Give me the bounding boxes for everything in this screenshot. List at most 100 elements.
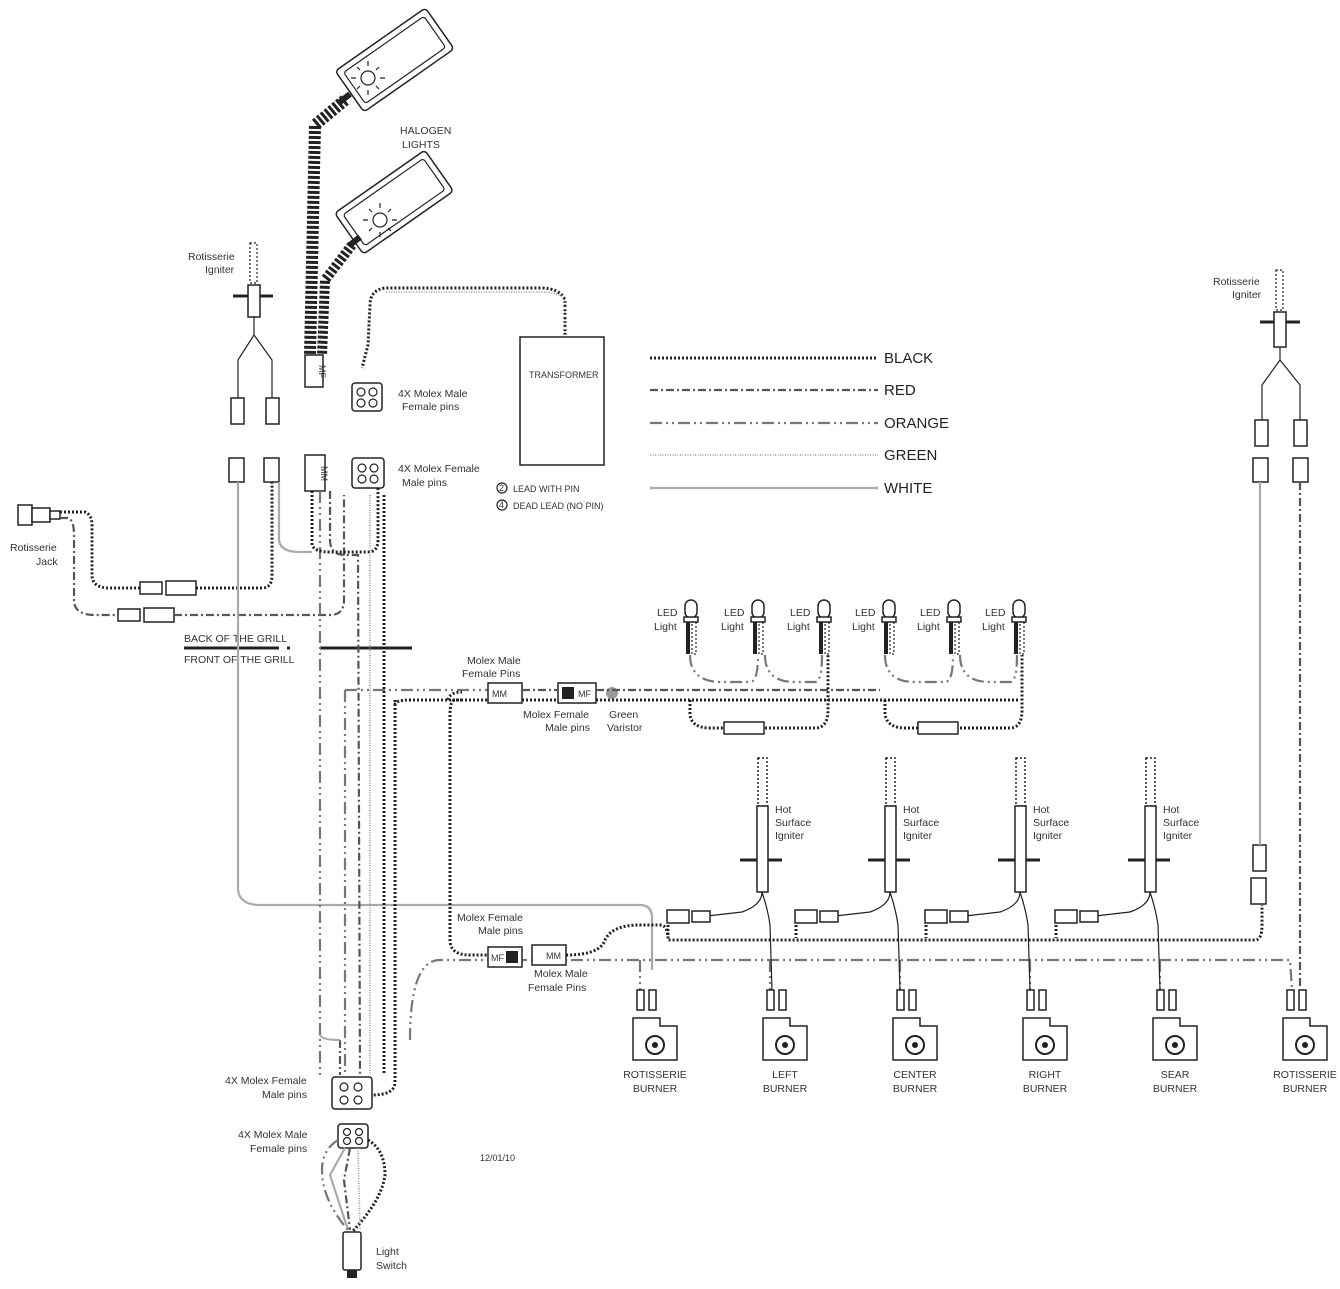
molex-label: Male pins <box>478 925 523 937</box>
led-label: LED <box>657 607 678 619</box>
igniter-label: Hot <box>903 804 919 816</box>
rot-igniter-label: Igniter <box>205 264 235 276</box>
svg-text:2: 2 <box>499 483 504 493</box>
burner-label: RIGHT <box>1029 1069 1062 1081</box>
led-label: Light <box>721 621 744 633</box>
led-light: LED Light <box>852 599 897 655</box>
transformer <box>519 336 605 466</box>
rot-jack-label: Jack <box>36 556 58 568</box>
svg-text:MF: MF <box>578 689 591 699</box>
molex-label: Molex Female <box>523 709 589 721</box>
green-varistor <box>606 687 618 699</box>
light-switch-label: Switch <box>376 1260 407 1272</box>
igniter-label: Surface <box>775 817 811 829</box>
transformer-label: TRANSFORMER <box>529 370 599 380</box>
halogen-label: HALOGEN <box>400 125 451 137</box>
molex-4x-female-top <box>351 457 385 489</box>
molex-mf-mid: MF <box>557 682 597 704</box>
led-light: LED Light <box>917 599 962 655</box>
burner-label: CENTER <box>893 1069 937 1081</box>
molex-label: Female Pins <box>462 668 520 680</box>
legend-orange: ORANGE <box>884 415 949 432</box>
connector-label: MF <box>317 365 327 378</box>
rotisserie-jack <box>17 504 61 526</box>
svg-text:MM: MM <box>546 951 561 961</box>
molex-label: Molex Female <box>457 912 523 924</box>
rot-igniter-label: Igniter <box>1232 289 1262 301</box>
inline-connectors-jack <box>117 580 197 623</box>
legend: BLACK RED ORANGE GREEN WHITE <box>650 350 949 497</box>
molex-label: 4X Molex Female <box>398 463 480 475</box>
igniter-label: Surface <box>903 817 939 829</box>
rotisserie-igniter-right <box>1250 269 1309 905</box>
svg-text:MM: MM <box>492 689 507 699</box>
varistor-label: Green <box>609 709 638 721</box>
molex-label: Male pins <box>402 477 447 489</box>
legend-green: GREEN <box>884 447 937 464</box>
burner-label: ROTISSERIE <box>1273 1069 1337 1081</box>
terminal-female <box>263 457 280 483</box>
led-resistor <box>917 721 959 735</box>
sun-icon <box>351 61 385 95</box>
molex-label: Male pins <box>545 722 590 734</box>
burner-label: BURNER <box>633 1083 678 1095</box>
led-label: LED <box>724 607 745 619</box>
date-label: 12/01/10 <box>480 1153 515 1163</box>
igniter-label: Hot <box>1163 804 1179 816</box>
burner-label: BURNER <box>763 1083 808 1095</box>
molex-label: 4X Molex Male <box>398 388 468 400</box>
led-label: Light <box>654 621 677 633</box>
molex-mm-mid: MM <box>487 682 523 704</box>
rot-jack-label: Rotisserie <box>10 542 57 554</box>
molex-label: Male pins <box>262 1089 307 1101</box>
led-label: Light <box>982 621 1005 633</box>
igniter-label: Igniter <box>1033 830 1063 842</box>
led-light: LED Light <box>654 599 699 655</box>
halogen-mf-connector <box>304 354 324 388</box>
hot-surface-igniters: HotSurfaceIgniterHotSurfaceIgniterHotSur… <box>666 757 1199 991</box>
terminal-female <box>228 457 245 483</box>
rotisserie-igniter-left <box>230 242 280 425</box>
molex-label: Molex Male <box>467 655 521 667</box>
sun-icon <box>363 203 397 237</box>
svg-text:4: 4 <box>499 500 504 510</box>
led-label: Light <box>917 621 940 633</box>
svg-text:DEAD LEAD (NO PIN): DEAD LEAD (NO PIN) <box>513 501 604 511</box>
halogen-label: LIGHTS <box>402 139 440 151</box>
led-label: Light <box>852 621 875 633</box>
molex-mm-low: MM <box>531 944 567 966</box>
led-resistor <box>723 721 765 735</box>
molex-label: Female Pins <box>528 982 586 994</box>
molex-mf-low: MF <box>487 946 523 968</box>
molex-label: Molex Male <box>534 968 588 980</box>
halogen-light-lower <box>335 150 453 254</box>
back-of-grill-label: BACK OF THE GRILL <box>184 633 287 645</box>
igniter-label: Surface <box>1163 817 1199 829</box>
legend-red: RED <box>884 382 916 399</box>
light-switch-label: Light <box>376 1246 399 1258</box>
led-lights: LEDLightLEDLightLEDLightLEDLightLEDLight… <box>654 599 1027 655</box>
rot-igniter-label: Rotisserie <box>188 251 235 263</box>
burner-valve: ROTISSERIE BURNER <box>623 989 687 1095</box>
led-label: LED <box>920 607 941 619</box>
igniter-label: Hot <box>775 804 791 816</box>
molex-4x-female-bottom <box>331 1076 373 1110</box>
front-of-grill-label: FRONT OF THE GRILL <box>184 654 295 666</box>
molex-4x-male-top <box>351 382 383 412</box>
varistor-label: Varistor <box>607 722 643 734</box>
burner-label: BURNER <box>1153 1083 1198 1095</box>
burner-label: ROTISSERIE <box>623 1069 687 1081</box>
molex-4x-male-bottom <box>337 1123 369 1149</box>
igniter-label: Igniter <box>903 830 933 842</box>
led-label: LED <box>855 607 876 619</box>
pin-note-4: 4 DEAD LEAD (NO PIN) <box>496 499 604 511</box>
igniter-label: Surface <box>1033 817 1069 829</box>
